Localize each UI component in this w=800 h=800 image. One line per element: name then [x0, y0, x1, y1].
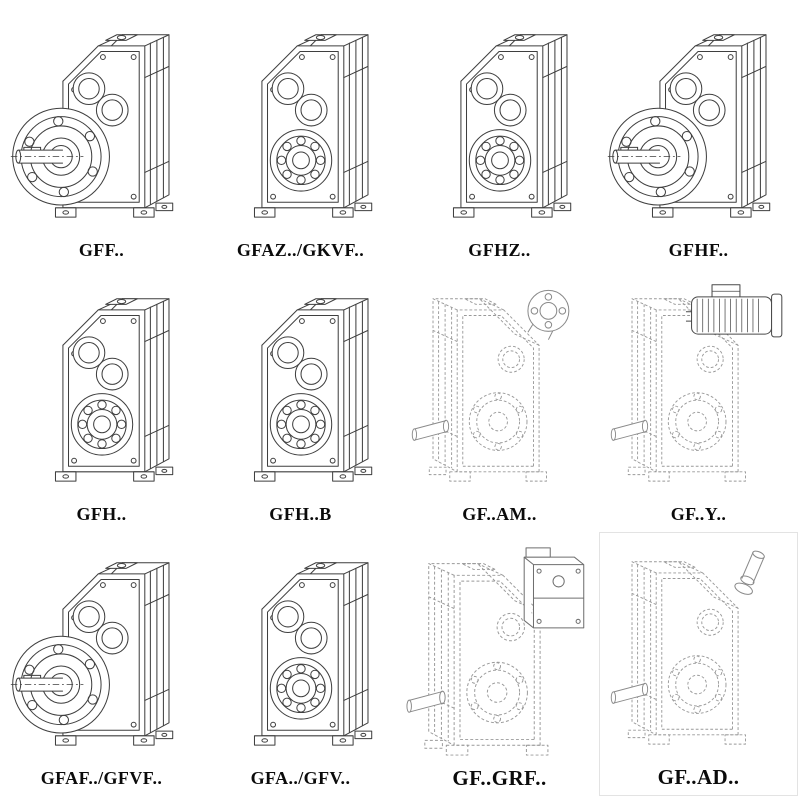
gearbox-drawing-bore: [253, 34, 372, 218]
model-label: GF..GRF..: [452, 765, 547, 790]
model-label: GFA../GFV..: [250, 767, 351, 788]
catalog-cell: GFHF..: [599, 4, 798, 268]
model-label: GFH..B: [269, 503, 332, 524]
catalog-cell: GFA../GFV..: [201, 532, 400, 796]
gearbox-drawing-bore: [253, 298, 372, 482]
gearbox-drawing-phantom-input-flange: [411, 289, 569, 482]
gearbox-drawing-flange: [9, 34, 173, 218]
catalog-cell: GFAZ../GKVF..: [201, 4, 400, 268]
gearbox-drawing-bore: [452, 34, 571, 218]
model-label: GF..AM..: [462, 503, 537, 524]
model-label: GFH..: [76, 503, 127, 524]
catalog-cell: GFHZ..: [400, 4, 599, 268]
gearbox-drawing-phantom-motor: [610, 284, 782, 482]
catalog-cell: GF..GRF..: [400, 532, 599, 796]
gearbox-drawing-bore: [253, 562, 372, 746]
model-label: GFHZ..: [468, 239, 531, 260]
gearbox-drawing-phantom-input-shaft: [610, 549, 766, 745]
gearbox-drawing-flange: [606, 34, 770, 218]
model-label: GFHF..: [668, 239, 729, 260]
catalog-cell: GFF..: [2, 4, 201, 268]
catalog-cell: GFAF../GFVF..: [2, 532, 201, 796]
catalog-cell: GF..AM..: [400, 268, 599, 532]
gearbox-drawing-phantom-adapter: [405, 547, 584, 756]
catalog-cell: GF..AD..: [599, 532, 798, 796]
model-label: GF..Y..: [670, 503, 727, 524]
catalog-cell: GFH..: [2, 268, 201, 532]
model-label: GFF..: [78, 239, 125, 260]
catalog-cell: GF..Y..: [599, 268, 798, 532]
gearbox-drawing-flange: [9, 562, 173, 746]
model-label: GF..AD..: [657, 764, 740, 789]
gearbox-drawing-bore: [54, 298, 173, 482]
catalog-cell: GFH..B: [201, 268, 400, 532]
model-label: GFAF../GFVF..: [40, 767, 163, 788]
model-label: GFAZ../GKVF..: [236, 239, 365, 260]
